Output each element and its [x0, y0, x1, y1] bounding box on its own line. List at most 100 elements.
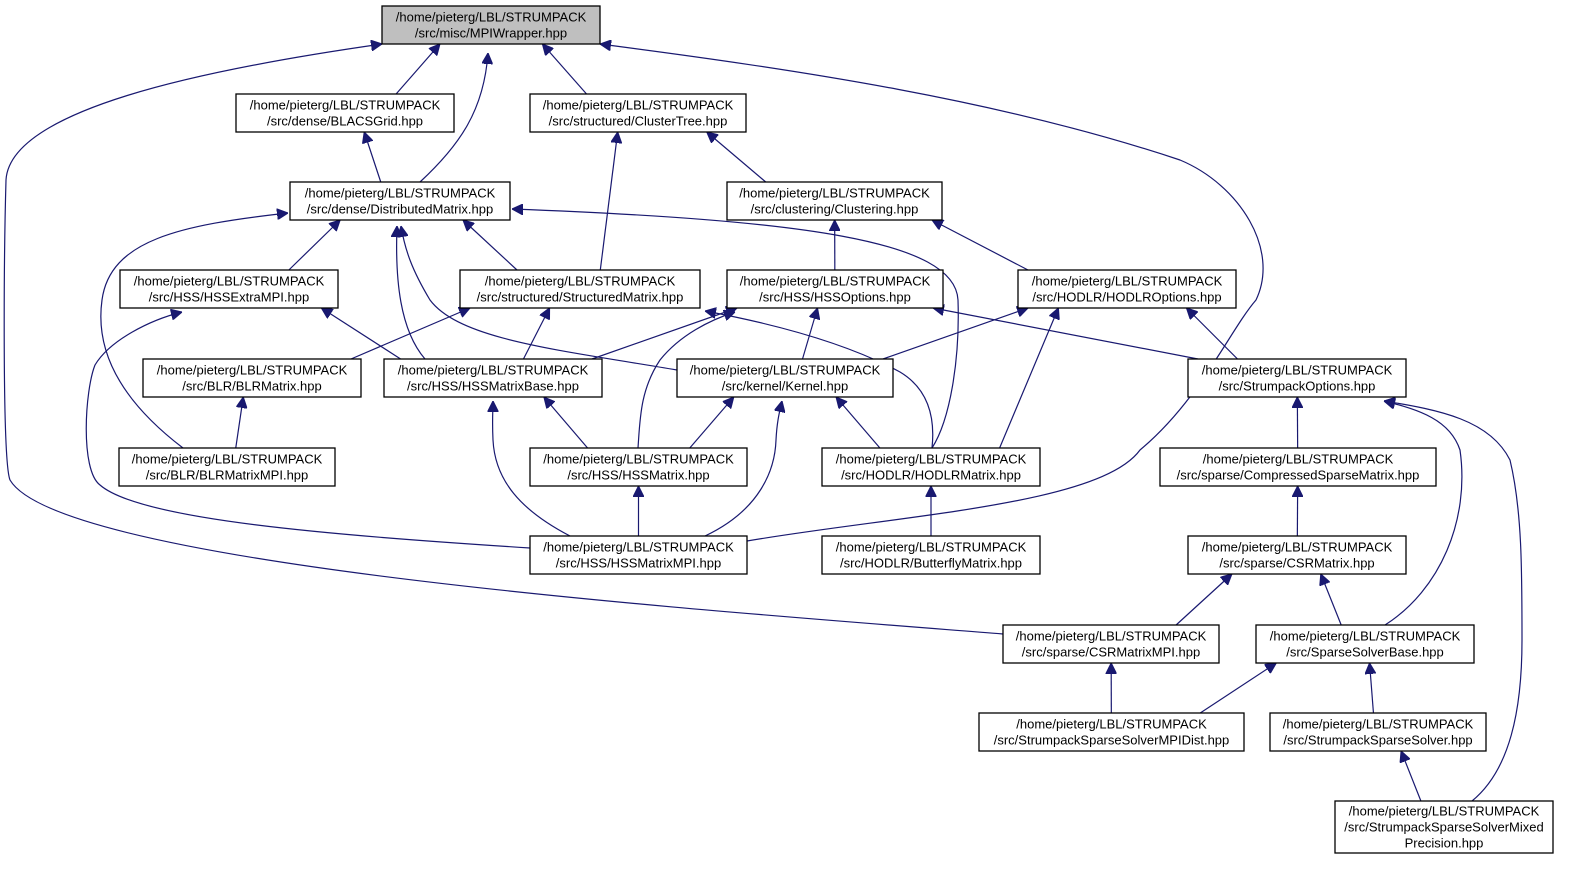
node-kernel[interactable]: /home/pieterg/LBL/STRUMPACK/src/kernel/K…	[676, 358, 894, 398]
edge-csrmatrixmpi-to-mpiwrapper	[3, 44, 1004, 635]
node-label-line: /home/pieterg/LBL/STRUMPACK	[485, 274, 676, 289]
node-box	[726, 181, 943, 221]
node-label-line: /src/HODLR/HODLRMatrix.hpp	[841, 468, 1021, 483]
node-label-line: /home/pieterg/LBL/STRUMPACK	[398, 363, 589, 378]
node-label-line: /home/pieterg/LBL/STRUMPACK	[1270, 629, 1461, 644]
edge-hssmatrix-to-hssoptions	[637, 312, 735, 449]
node-hssmatrixbase[interactable]: /home/pieterg/LBL/STRUMPACK/src/HSS/HSSM…	[383, 358, 603, 398]
node-hssmatrix[interactable]: /home/pieterg/LBL/STRUMPACK/src/HSS/HSSM…	[529, 447, 748, 487]
node-label-line: /home/pieterg/LBL/STRUMPACK	[1349, 804, 1540, 819]
edge-hssmatrix-to-kernel	[689, 397, 734, 449]
node-label-line: /src/misc/MPIWrapper.hpp	[415, 26, 567, 41]
edge-sparsesolverbase-to-strumpackoptions	[1384, 401, 1463, 626]
edge-distributedmatrix-to-mpiwrapper	[419, 53, 488, 183]
node-box	[529, 535, 748, 575]
node-butterflymatrix[interactable]: /home/pieterg/LBL/STRUMPACK/src/HODLR/Bu…	[821, 535, 1041, 575]
node-box	[726, 269, 944, 309]
node-clustertree[interactable]: /home/pieterg/LBL/STRUMPACK/src/structur…	[529, 93, 747, 133]
node-blacsgrid[interactable]: /home/pieterg/LBL/STRUMPACK/src/dense/BL…	[235, 93, 455, 133]
node-label-line: /home/pieterg/LBL/STRUMPACK	[690, 363, 881, 378]
node-compressedsparsematrix[interactable]: /home/pieterg/LBL/STRUMPACK/src/sparse/C…	[1159, 447, 1437, 487]
edge-hodlrmatrix-to-distributedmatrix	[512, 209, 959, 449]
node-label-line: /home/pieterg/LBL/STRUMPACK	[396, 10, 587, 25]
node-label-line: /home/pieterg/LBL/STRUMPACK	[132, 452, 323, 467]
node-label-line: /src/HODLR/ButterflyMatrix.hpp	[840, 556, 1022, 571]
node-clustering[interactable]: /home/pieterg/LBL/STRUMPACK/src/clusteri…	[726, 181, 943, 221]
node-box	[1159, 447, 1437, 487]
edge-strumpacksparsesolvermpidist-to-sparsesolverbase	[1199, 663, 1276, 714]
edge-hssmatrixbase-to-distributedmatrix	[397, 226, 426, 360]
node-box	[529, 93, 747, 133]
node-blrmatrix[interactable]: /home/pieterg/LBL/STRUMPACK/src/BLR/BLRM…	[142, 358, 362, 398]
node-box	[1334, 800, 1554, 854]
node-box	[1255, 624, 1475, 664]
edge-structuredmatrix-to-clustertree	[599, 132, 617, 271]
node-label-line: /home/pieterg/LBL/STRUMPACK	[836, 452, 1027, 467]
node-label-line: /src/HSS/HSSOptions.hpp	[759, 290, 911, 305]
node-label-line: /src/dense/DistributedMatrix.hpp	[307, 202, 493, 217]
node-box	[142, 358, 362, 398]
node-box	[289, 181, 511, 221]
edge-hssmatrixmpi-to-hssmatrixbase	[493, 401, 571, 537]
node-label-line: /home/pieterg/LBL/STRUMPACK	[134, 274, 325, 289]
nodes-layer: /home/pieterg/LBL/STRUMPACK/src/misc/MPI…	[118, 5, 1554, 854]
node-blrmatrixmpi[interactable]: /home/pieterg/LBL/STRUMPACK/src/BLR/BLRM…	[118, 447, 336, 487]
edge-kernel-to-hssoptions	[801, 308, 818, 360]
node-box	[1002, 624, 1220, 664]
node-hodlrmatrix[interactable]: /home/pieterg/LBL/STRUMPACK/src/HODLR/HO…	[821, 447, 1041, 487]
node-box	[459, 269, 701, 309]
edge-structuredmatrix-to-distributedmatrix	[463, 220, 518, 271]
edge-hssmatrixmpi-to-mpiwrapper	[600, 44, 1264, 542]
node-csrmatrixmpi[interactable]: /home/pieterg/LBL/STRUMPACK/src/sparse/C…	[1002, 624, 1220, 664]
edge-clustertree-to-mpiwrapper	[542, 44, 587, 95]
node-distributedmatrix[interactable]: /home/pieterg/LBL/STRUMPACK/src/dense/Di…	[289, 181, 511, 221]
node-label-line: /src/SparseSolverBase.hpp	[1286, 645, 1444, 660]
node-label-line: /src/StrumpackSparseSolverMPIDist.hpp	[994, 733, 1230, 748]
node-box	[235, 93, 455, 133]
node-label-line: /src/sparse/CSRMatrix.hpp	[1219, 556, 1374, 571]
edge-csrmatrixmpi-to-csrmatrix	[1175, 574, 1232, 626]
node-label-line: /home/pieterg/LBL/STRUMPACK	[157, 363, 348, 378]
node-label-line: /src/HSS/HSSExtraMPI.hpp	[149, 290, 309, 305]
node-label-line: /home/pieterg/LBL/STRUMPACK	[739, 186, 930, 201]
node-label-line: /src/sparse/CSRMatrixMPI.hpp	[1022, 645, 1200, 660]
node-label-line: /src/StrumpackSparseSolverMixed	[1344, 820, 1543, 835]
edge-hssmatrixbase-to-hssoptions	[591, 308, 737, 360]
edge-hodlroptions-to-clustering	[932, 220, 1029, 271]
node-label-line: /home/pieterg/LBL/STRUMPACK	[1283, 717, 1474, 732]
node-strumpacksparsesolvermixedprecision[interactable]: /home/pieterg/LBL/STRUMPACK/src/Strumpac…	[1334, 800, 1554, 854]
node-hssmatrixmpi[interactable]: /home/pieterg/LBL/STRUMPACK/src/HSS/HSSM…	[529, 535, 748, 575]
node-label-line: /src/structured/StructuredMatrix.hpp	[477, 290, 684, 305]
node-strumpacksparsesolver[interactable]: /home/pieterg/LBL/STRUMPACK/src/Strumpac…	[1269, 712, 1487, 752]
edge-clustering-to-clustertree	[707, 132, 767, 183]
node-structuredmatrix[interactable]: /home/pieterg/LBL/STRUMPACK/src/structur…	[459, 269, 701, 309]
node-label-line: /src/BLR/BLRMatrixMPI.hpp	[146, 468, 309, 483]
node-hssextrampi[interactable]: /home/pieterg/LBL/STRUMPACK/src/HSS/HSSE…	[119, 269, 339, 309]
node-hodlroptions[interactable]: /home/pieterg/LBL/STRUMPACK/src/HODLR/HO…	[1017, 269, 1237, 309]
node-box	[821, 535, 1041, 575]
node-box	[381, 5, 601, 45]
node-label-line: /src/HSS/HSSMatrixMPI.hpp	[556, 556, 721, 571]
node-strumpackoptions[interactable]: /home/pieterg/LBL/STRUMPACK/src/Strumpac…	[1187, 358, 1407, 398]
node-label-line: /home/pieterg/LBL/STRUMPACK	[305, 186, 496, 201]
node-label-line: /home/pieterg/LBL/STRUMPACK	[250, 98, 441, 113]
edge-blrmatrix-to-structuredmatrix	[350, 308, 470, 360]
edge-kernel-to-hodlroptions	[882, 308, 1028, 360]
node-sparsesolverbase[interactable]: /home/pieterg/LBL/STRUMPACK/src/SparseSo…	[1255, 624, 1475, 664]
node-label-line: /src/kernel/Kernel.hpp	[722, 379, 848, 394]
edge-blrmatrixmpi-to-blrmatrix	[235, 397, 244, 449]
edge-strumpackoptions-to-hssoptions	[933, 308, 1199, 360]
node-csrmatrix[interactable]: /home/pieterg/LBL/STRUMPACK/src/sparse/C…	[1187, 535, 1407, 575]
node-box	[1187, 535, 1407, 575]
node-label-line: /src/StrumpackSparseSolver.hpp	[1283, 733, 1472, 748]
node-label-line: /src/HSS/HSSMatrix.hpp	[567, 468, 709, 483]
node-label-line: Precision.hpp	[1405, 836, 1484, 851]
edge-blacsgrid-to-mpiwrapper	[395, 44, 440, 95]
node-hssoptions[interactable]: /home/pieterg/LBL/STRUMPACK/src/HSS/HSSO…	[726, 269, 944, 309]
edges-layer	[3, 44, 1523, 802]
edge-distributedmatrix-to-blacsgrid	[364, 132, 382, 183]
node-label-line: /home/pieterg/LBL/STRUMPACK	[1032, 274, 1223, 289]
node-strumpacksparsesolvermpidist[interactable]: /home/pieterg/LBL/STRUMPACK/src/Strumpac…	[978, 712, 1245, 752]
node-box	[1187, 358, 1407, 398]
node-mpiwrapper: /home/pieterg/LBL/STRUMPACK/src/misc/MPI…	[381, 5, 601, 45]
